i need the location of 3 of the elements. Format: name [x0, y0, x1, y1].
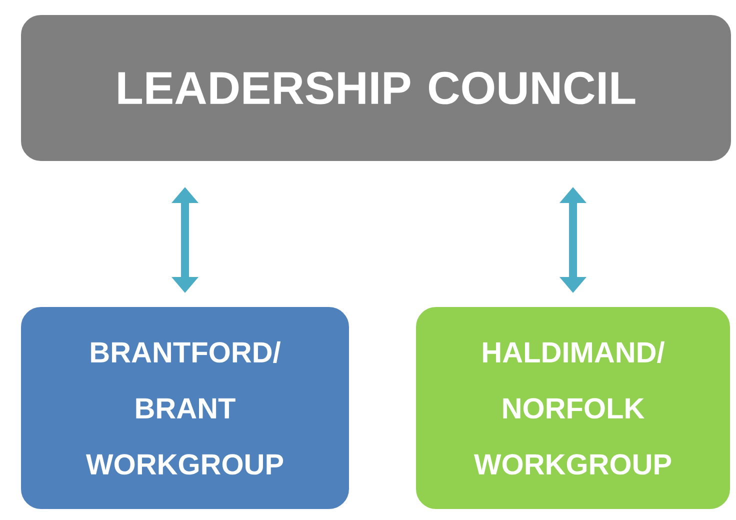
box: LEADERSHIP COUNCIL: [17, 11, 735, 165]
box: BRANTFORD/ BRANT WORKGROUP: [17, 303, 353, 513]
box: HALDIMAND/ NORFOLK WORKGROUP: [412, 303, 734, 513]
